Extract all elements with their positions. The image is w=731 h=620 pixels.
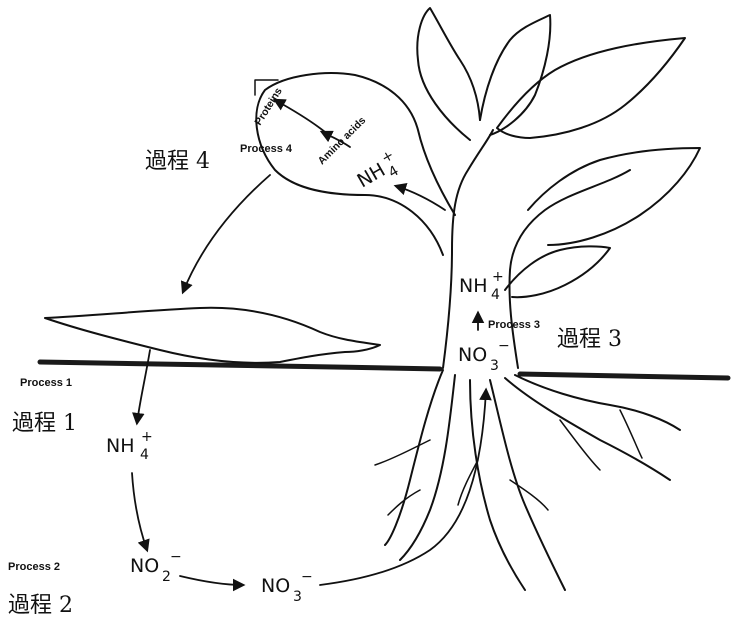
no2-soil-sub: 2 — [162, 569, 171, 585]
nh4-stem-sup: + — [492, 269, 504, 285]
nh4-stem-sub: 4 — [491, 287, 500, 303]
process-2-zh-label: 過程 2 — [8, 593, 73, 618]
no3-stem-label: NO − 3 — [458, 338, 510, 374]
nh4-soil-sup: + — [141, 429, 153, 445]
no3-stem-sup: − — [498, 338, 510, 354]
soil-surface-line — [40, 362, 728, 378]
nh4-leaf-base: NH — [354, 159, 390, 192]
nh4-soil-label: NH + 4 — [106, 429, 153, 463]
plant-roots — [375, 370, 680, 590]
process-1-label: Process 1 — [20, 377, 72, 389]
process-4-zh-label: 過程 4 — [145, 149, 210, 174]
no2-soil-label: NO − 2 — [130, 549, 182, 585]
process-2-label: Process 2 — [8, 561, 60, 573]
no2-soil-sup: − — [170, 549, 182, 565]
process-3-zh-label: 過程 3 — [557, 327, 622, 352]
process-3-label: Process 3 — [488, 319, 540, 331]
no3-soil-base: NO — [261, 575, 290, 597]
no2-soil-base: NO — [130, 555, 159, 577]
nh4-stem-label: NH + 4 — [459, 269, 504, 303]
no3-soil-sub: 3 — [293, 589, 302, 605]
fallen-leaf — [45, 308, 380, 363]
nh4-soil-base: NH — [106, 435, 135, 457]
plant-leaves — [417, 8, 700, 297]
nh4-leaf-label: NH + 4 — [351, 147, 405, 197]
process-4-label: Process 4 — [240, 143, 293, 155]
no3-soil-label: NO − 3 — [261, 569, 313, 605]
no3-stem-base: NO — [458, 344, 487, 366]
process-1-zh-label: 過程 1 — [12, 411, 77, 436]
leaf-bubble — [256, 73, 455, 255]
no3-soil-sup: − — [301, 569, 313, 585]
nh4-soil-sub: 4 — [140, 447, 149, 463]
no3-stem-sub: 3 — [490, 358, 499, 374]
nh4-stem-base: NH — [459, 275, 488, 297]
amino-acids-label: Amino acids — [316, 114, 369, 167]
